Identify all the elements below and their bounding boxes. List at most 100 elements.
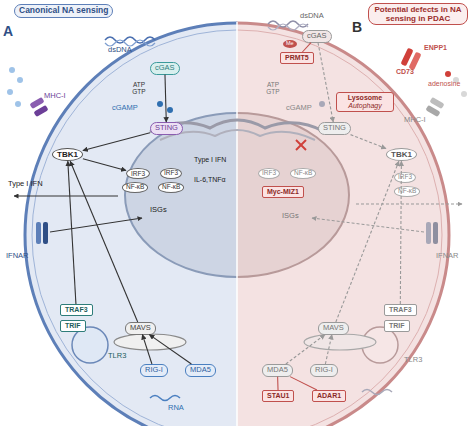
factor-oval: IRF3 xyxy=(258,168,280,179)
node-heading: TRIF xyxy=(389,322,405,330)
secretion-label: Type I IFN xyxy=(8,180,43,188)
node-heading: STAU1 xyxy=(267,392,289,400)
factor-oval: IRF3 xyxy=(160,168,182,179)
ifnar-receptor xyxy=(433,222,438,244)
node-heading: TRIF xyxy=(65,322,81,330)
adaptor-box: TRAF3 xyxy=(384,304,417,316)
defect-box: PRMT5 xyxy=(280,52,314,64)
factor-oval: NF-κB xyxy=(290,168,316,179)
cell-membrane xyxy=(237,23,449,426)
receptor-label: MHC-I xyxy=(404,116,426,124)
gene-label: ISGs xyxy=(150,206,167,214)
panel-divider xyxy=(236,22,238,426)
protein-box: MAVS xyxy=(318,322,349,335)
signal-connector xyxy=(351,135,386,149)
node-heading: STING xyxy=(155,124,178,133)
node-heading: cGAS xyxy=(155,64,175,73)
node-heading: IRF3 xyxy=(131,170,145,177)
ifn-molecule xyxy=(15,101,21,107)
signal-arrow xyxy=(312,218,424,232)
ifnar-receptor xyxy=(36,222,41,244)
dna-strand xyxy=(268,24,308,30)
adaptor-box: TRIF xyxy=(60,320,86,332)
protein-box: MDA5 xyxy=(185,364,216,377)
receptor-label: CD73 xyxy=(396,68,414,75)
signal-connector xyxy=(83,159,126,171)
mhc-receptor xyxy=(33,105,48,117)
nucleus xyxy=(237,113,349,277)
methyl-mark: Me xyxy=(283,40,297,48)
adaptor-box: TRAF3 xyxy=(60,304,93,316)
cell-membrane xyxy=(25,23,237,426)
signal-connector xyxy=(165,75,166,122)
cgamp-molecule xyxy=(167,107,173,113)
node-heading: Canonical NA sensing xyxy=(19,6,108,16)
signal-connector xyxy=(325,335,332,364)
signal-connector xyxy=(277,377,279,390)
molecule-label: cGAMP xyxy=(286,104,312,112)
factor-oval: NF-κB xyxy=(158,182,184,193)
protein-box: MAVS xyxy=(125,322,156,335)
receptor-label: IFNAR xyxy=(436,252,459,260)
signal-connector xyxy=(318,43,333,122)
molecule-label: ATP GTP xyxy=(262,82,284,96)
node-heading: TBK1 xyxy=(391,150,412,159)
signal-connector xyxy=(68,161,76,304)
adaptor-box: TRIF xyxy=(384,320,410,332)
node-heading: MAVS xyxy=(323,324,344,333)
node-heading: STING xyxy=(323,124,346,133)
gene-label: Type I IFN xyxy=(194,156,226,163)
endoplasmic-reticulum xyxy=(160,130,315,140)
signal-connector xyxy=(83,133,150,151)
node-heading: RIG-I xyxy=(315,366,333,375)
node-heading: Lysosome xyxy=(341,94,389,102)
molecule-label: dsDNA xyxy=(108,46,132,54)
mhc-receptor xyxy=(425,105,440,117)
cgamp-molecule xyxy=(319,101,325,107)
receptor-label: TLR3 xyxy=(404,356,422,364)
node-heading: cGAS xyxy=(307,32,327,41)
cell-membrane xyxy=(32,30,237,426)
rna-strand xyxy=(362,390,392,395)
defect-box: Myc-MIZ1 xyxy=(262,186,304,198)
protein-box: cGAS xyxy=(150,62,180,75)
node-heading: TBK1 xyxy=(57,150,78,159)
signal-connector xyxy=(302,43,311,52)
molecule-label: cGAMP xyxy=(112,104,138,112)
cgamp-molecule xyxy=(157,101,163,107)
kinase-oval: TBK1 xyxy=(386,148,417,161)
defect-box: ADAR1 xyxy=(312,390,346,402)
rna-strand xyxy=(150,396,180,401)
ifn-molecule xyxy=(7,89,13,95)
molecule-label: adenosine xyxy=(428,80,460,87)
node-heading: MDA5 xyxy=(267,366,288,375)
node-heading: TRAF3 xyxy=(65,306,88,314)
ifn-molecule xyxy=(9,67,15,73)
node-heading: PRMT5 xyxy=(285,54,309,62)
protein-box: cGAS xyxy=(302,30,332,43)
molecule-label: dsDNA xyxy=(300,12,324,20)
mitochondrion xyxy=(304,334,376,350)
factor-oval: NF-κB xyxy=(394,186,420,197)
node-heading: MDA5 xyxy=(190,366,211,375)
panel-letter: A xyxy=(3,24,13,39)
dna-strand xyxy=(105,37,155,43)
ifnar-receptor xyxy=(426,222,431,244)
protein-box: STING xyxy=(318,122,351,135)
secretion-arrow xyxy=(14,196,118,197)
ifn-molecule xyxy=(17,77,23,83)
node-body: Autophagy xyxy=(341,102,389,110)
signal-connector xyxy=(149,335,191,364)
node-heading: Myc-MIZ1 xyxy=(267,188,299,196)
factor-oval: NF-κB xyxy=(122,182,148,193)
receptor-label: ENPP1 xyxy=(424,44,447,51)
mitochondrion xyxy=(114,334,186,350)
panel-header: Potential defects in NA sensing in PDAC xyxy=(368,3,468,25)
signal-connector xyxy=(336,161,399,322)
adenosine-molecule xyxy=(445,71,451,77)
protein-box: MDA5 xyxy=(262,364,293,377)
protein-box: RIG-I xyxy=(140,364,168,377)
